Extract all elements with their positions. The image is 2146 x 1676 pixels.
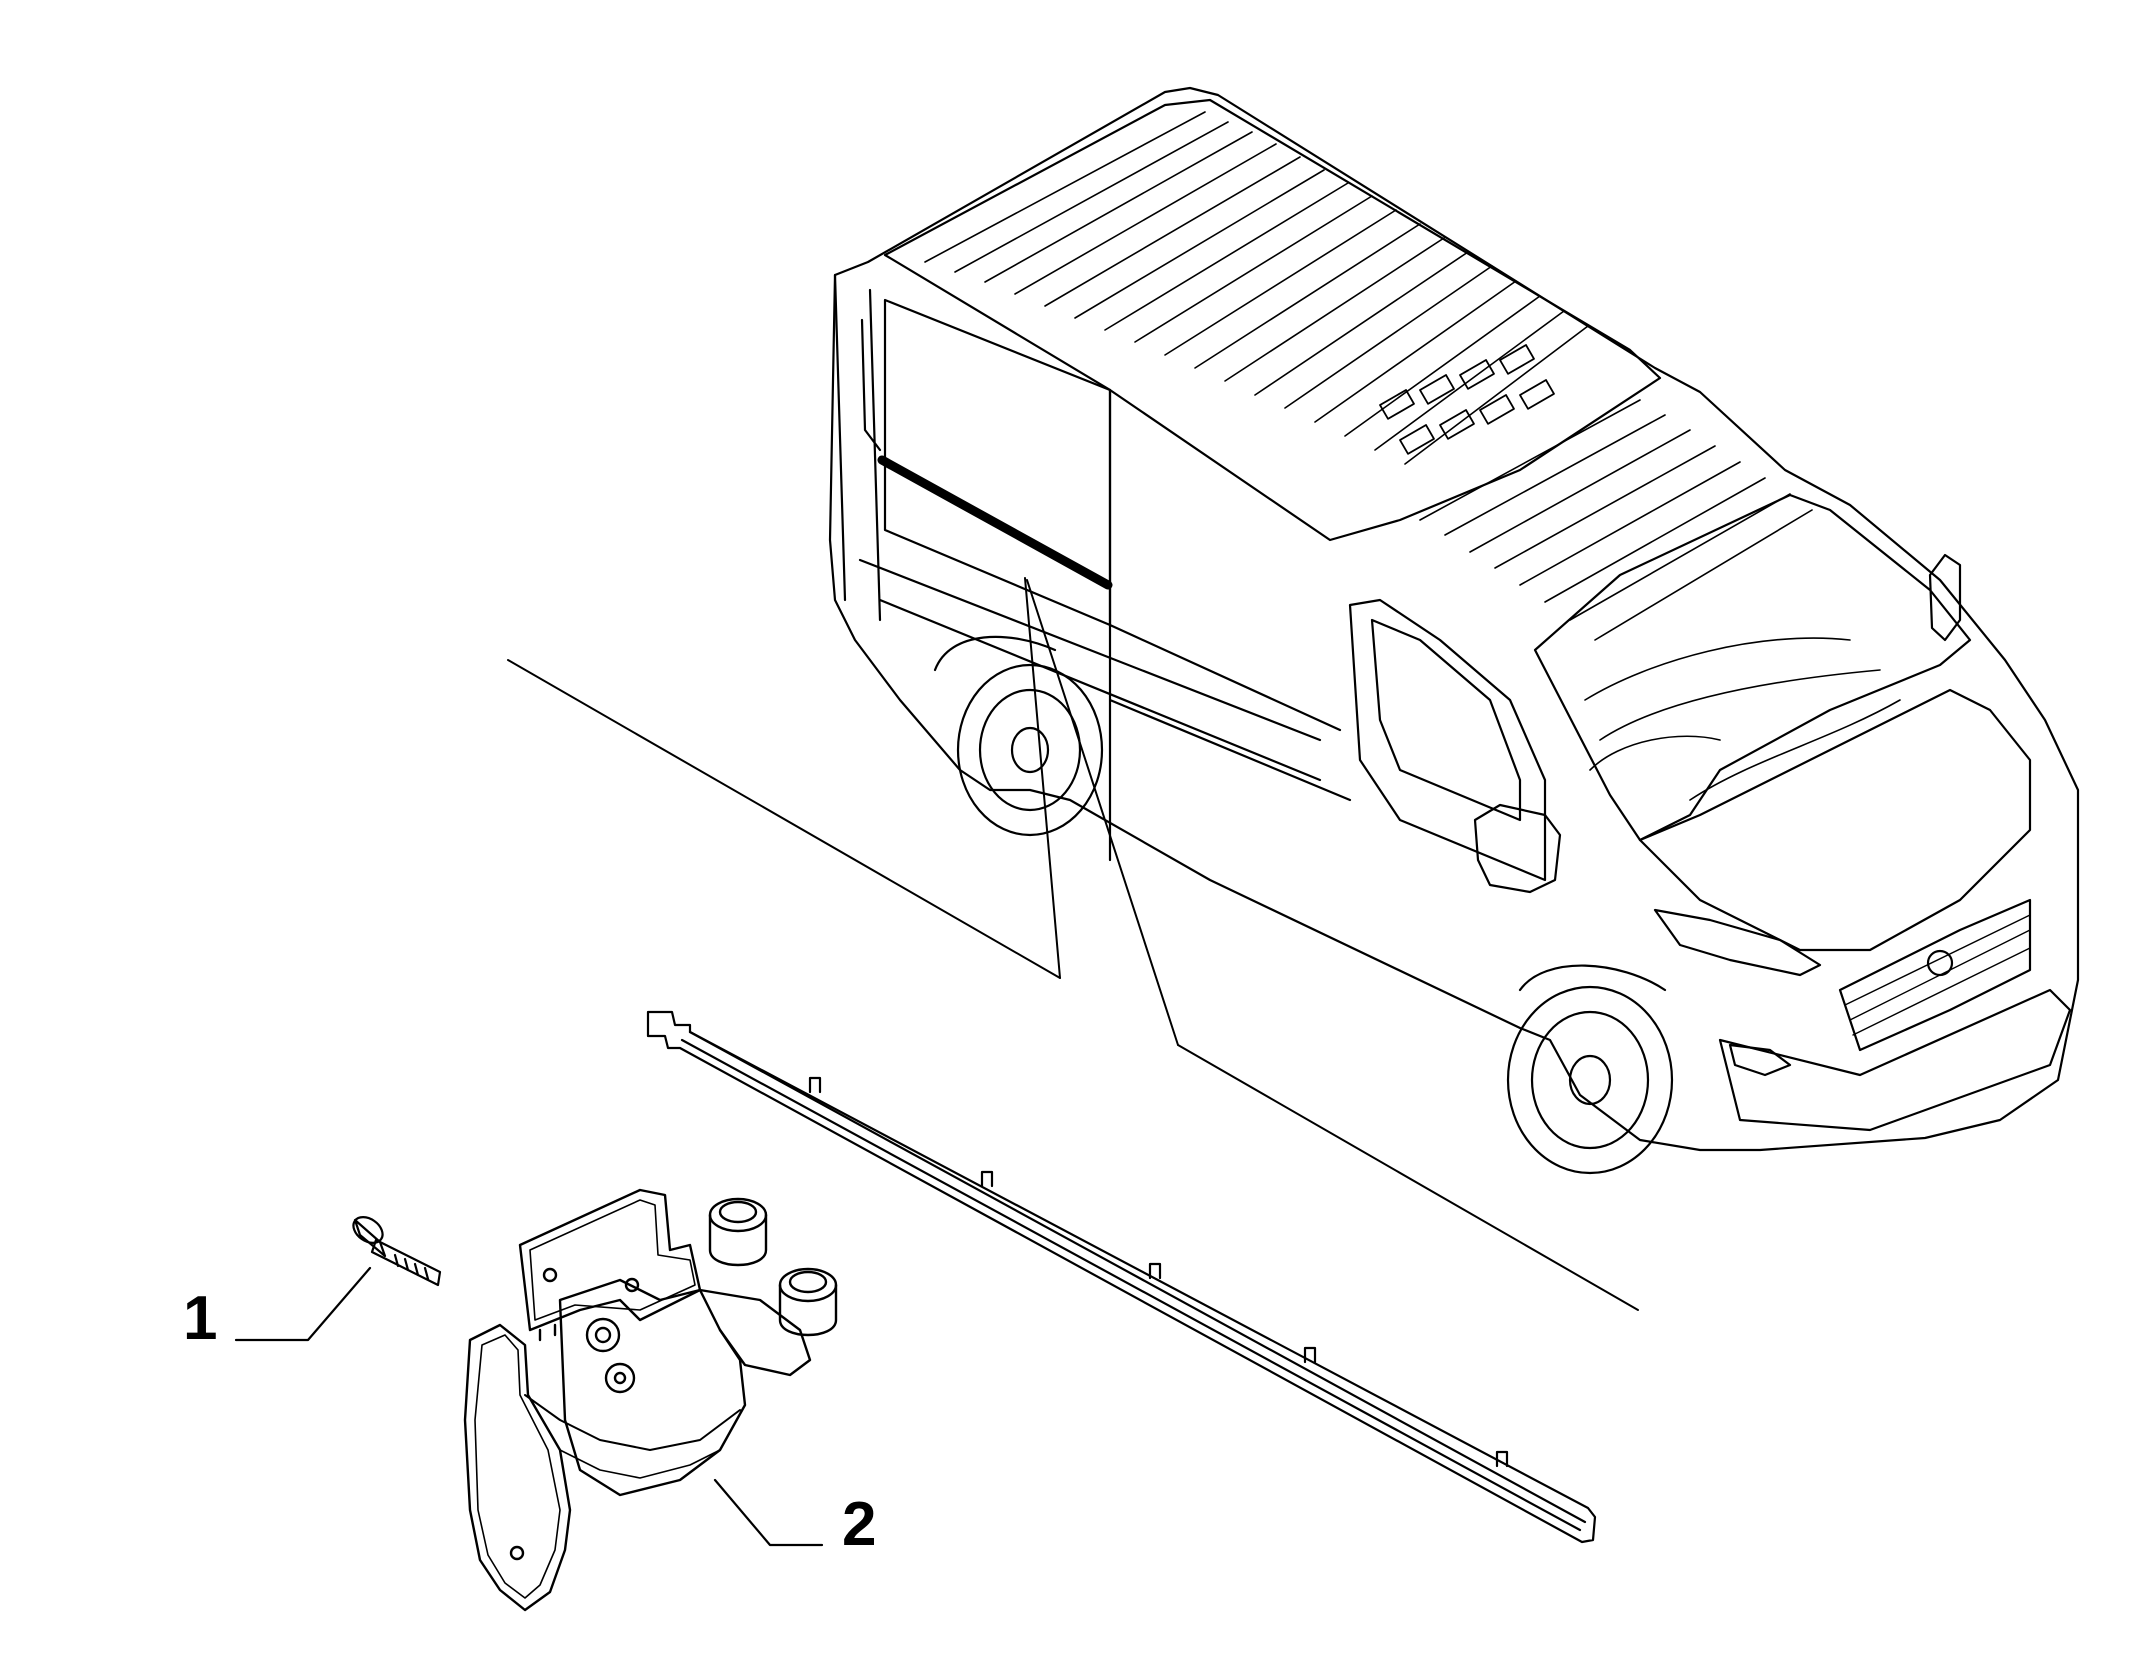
callout-2-leader xyxy=(713,1478,824,1547)
rail-tabs xyxy=(808,1076,1509,1468)
sliding-door-rail xyxy=(646,1010,1597,1544)
pivot-icon xyxy=(604,1362,636,1394)
dashboard-lines xyxy=(1584,637,1901,801)
callout-1-label: 1 xyxy=(183,1284,218,1353)
roof-vents xyxy=(1379,344,1555,455)
guide-line-center xyxy=(1024,577,1061,979)
grille xyxy=(1838,898,2032,1052)
van-roof xyxy=(883,98,1662,542)
headlight xyxy=(1653,908,1822,977)
side-panel-upper xyxy=(883,298,1112,627)
lower-roller-icon xyxy=(778,1267,838,1337)
side-panel-lines xyxy=(858,388,1352,862)
screw-icon xyxy=(352,1216,442,1287)
guide-line-left xyxy=(507,659,1061,979)
hinge-body xyxy=(558,1278,747,1497)
side-mirror xyxy=(1473,803,1562,894)
roller-arm xyxy=(698,1288,812,1377)
guide-lines xyxy=(507,577,1639,1311)
cab-door-window xyxy=(1370,618,1522,822)
roller-hinge-icon xyxy=(463,1188,838,1612)
bolt-icon xyxy=(585,1317,621,1353)
van-rear xyxy=(833,273,882,622)
upper-roller-icon xyxy=(708,1197,768,1267)
cab-roof-ribs xyxy=(1419,399,1813,641)
hood xyxy=(1638,688,2032,952)
rear-wheel xyxy=(933,635,1104,837)
guide-line-right xyxy=(1177,1044,1639,1311)
hinge-bracket xyxy=(463,1323,572,1612)
van-body-outline xyxy=(828,86,2080,1152)
front-bumper xyxy=(1718,988,2072,1132)
sliding-door-rail-highlight xyxy=(877,455,1113,590)
cab-door xyxy=(1348,598,1547,882)
hinge-plate xyxy=(518,1188,702,1332)
roof-ribs xyxy=(924,111,1589,465)
guide-line-slant xyxy=(1026,579,1179,1046)
callout-2-label: 2 xyxy=(842,1490,877,1559)
callout-1-leader xyxy=(234,1266,372,1342)
callout-leaders xyxy=(234,1266,824,1547)
fog-light xyxy=(1728,1043,1792,1077)
badge-icon xyxy=(1926,949,1954,977)
van-illustration xyxy=(828,86,2080,1175)
front-wheel xyxy=(1506,964,1674,1175)
mirror-right xyxy=(1928,553,1962,642)
